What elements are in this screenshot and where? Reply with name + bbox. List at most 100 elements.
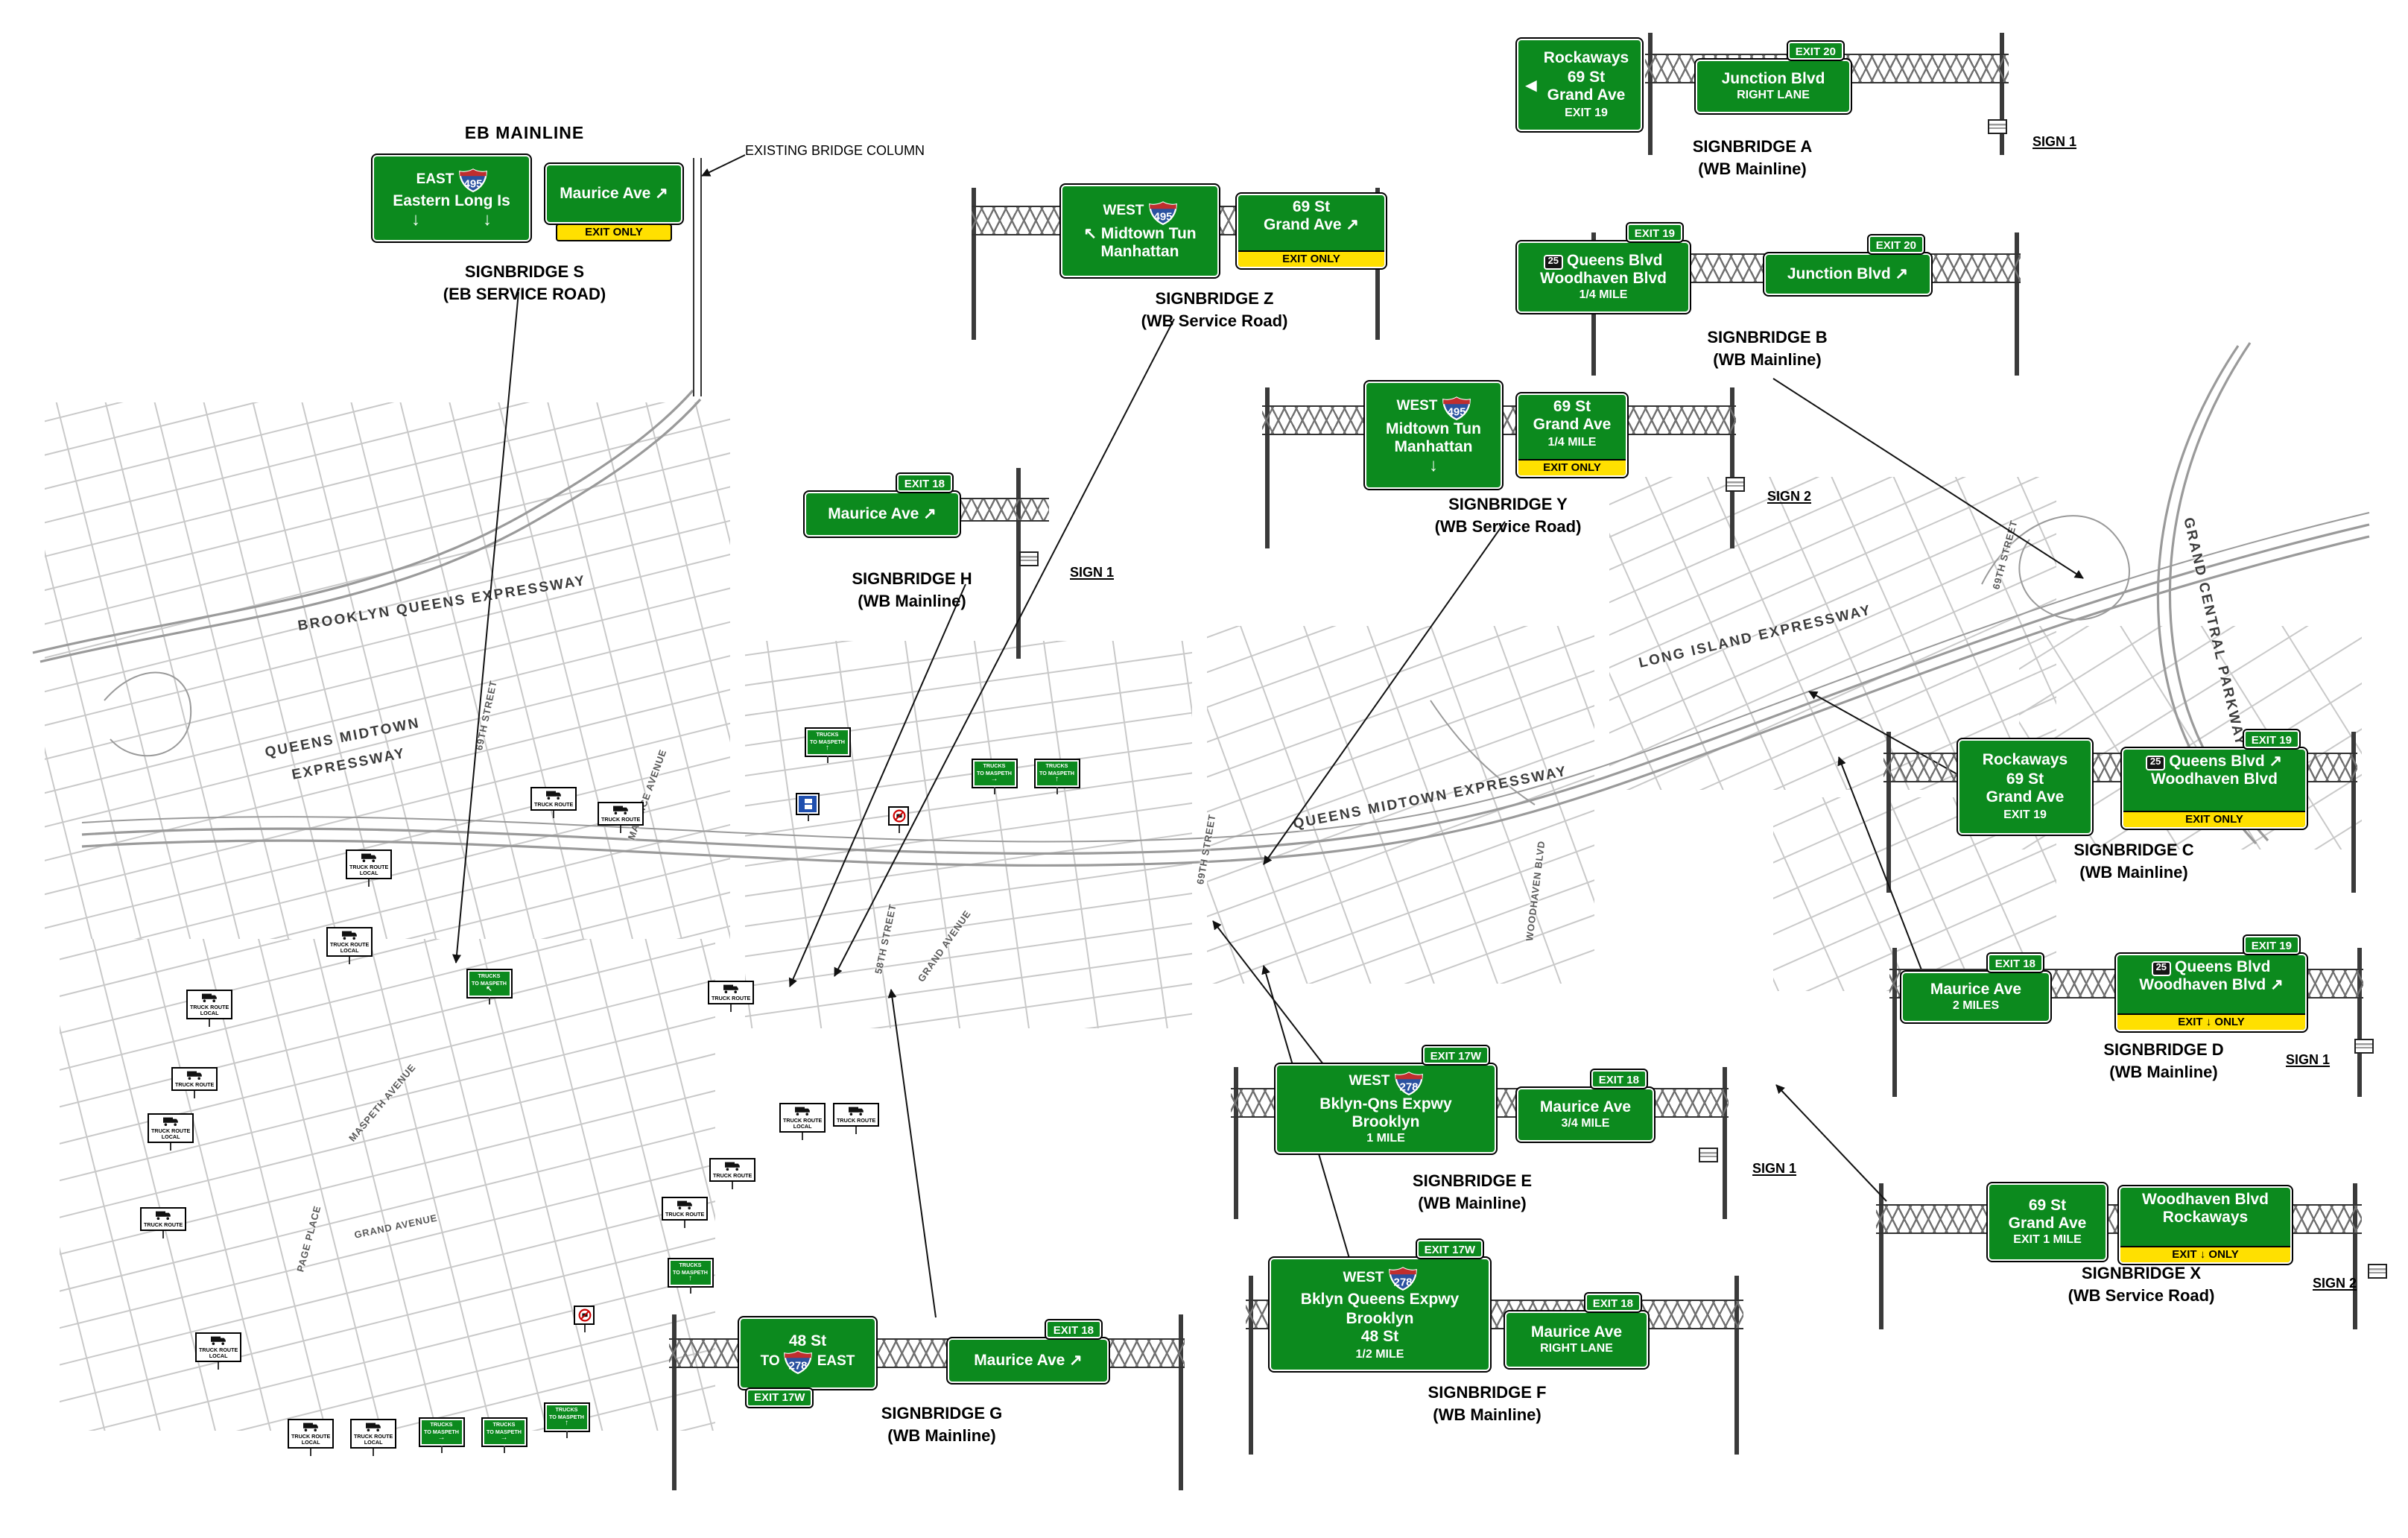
sign-line: Junction Blvd bbox=[1721, 69, 1825, 88]
annotation-leader bbox=[452, 154, 2084, 1318]
prohibition-sign bbox=[574, 1306, 595, 1332]
caption-line: (WB Mainline) bbox=[2079, 864, 2188, 882]
signbridge-x-caption: SIGNBRIDGE X(WB Service Road) bbox=[2068, 1264, 2215, 1308]
sign-ref-icon bbox=[2354, 1039, 2374, 1054]
exit-tab: EXIT 17W bbox=[1415, 1238, 1485, 1260]
caption-line: (WB Mainline) bbox=[2109, 1063, 2218, 1082]
mini-label: TRUCK ROUTE bbox=[665, 1211, 705, 1217]
sign-ref-label: SIGN 2 bbox=[2313, 1276, 2357, 1291]
sign-line: Woodhaven Blvd bbox=[1540, 270, 1667, 288]
direction-arrow-icon: → bbox=[500, 1434, 508, 1443]
caption-line: SIGNBRIDGE F bbox=[1428, 1384, 1547, 1402]
signbridge-f-post bbox=[1734, 1276, 1739, 1455]
mini-label: TRUCKS bbox=[492, 1422, 516, 1428]
truck-icon bbox=[613, 806, 628, 814]
truck-icon bbox=[156, 1211, 171, 1220]
mini-sublabel: TO MASPETH bbox=[977, 770, 1012, 776]
sign-board bbox=[888, 806, 909, 826]
sign-post bbox=[689, 1286, 691, 1294]
sign-board: TRUCK ROUTE bbox=[662, 1197, 709, 1221]
sign-post bbox=[826, 756, 828, 764]
sign-line: Grand Ave bbox=[1986, 788, 2065, 807]
sign-line: Grand Ave bbox=[1533, 416, 1612, 434]
sign-line: Maurice Ave ↗ bbox=[828, 504, 937, 523]
direction-arrow-icon: ↑ bbox=[688, 1274, 692, 1284]
caption-line: SIGNBRIDGE E bbox=[1412, 1173, 1533, 1191]
street-grid bbox=[1609, 477, 2056, 790]
truck-icon bbox=[725, 1162, 740, 1171]
sign-line: Maurice Ave ↗ bbox=[974, 1351, 1083, 1370]
truck-icon bbox=[187, 1071, 202, 1080]
exit-tab: EXIT 20 bbox=[1866, 233, 1926, 256]
info-sign bbox=[796, 793, 820, 821]
mini-label: TRUCK ROUTE bbox=[713, 1172, 752, 1178]
mini-label: TRUCKS bbox=[816, 732, 839, 738]
sign-line: 69 St bbox=[2028, 1196, 2067, 1215]
lane-arrows: ↓↓ bbox=[380, 210, 523, 228]
sign-post bbox=[373, 1449, 375, 1457]
caption-line: SIGNBRIDGE D bbox=[2103, 1042, 2224, 1060]
interstate-495-shield: 495 bbox=[1442, 396, 1471, 420]
sign-line: Junction Blvd ↗ bbox=[1787, 265, 1909, 283]
signbridge-g-panel-2: Maurice Ave ↗EXIT 18 bbox=[946, 1318, 1110, 1384]
mini-sublabel: LOCAL bbox=[359, 870, 378, 877]
signbridge-s-caption: SIGNBRIDGE S(EB SERVICE ROAD) bbox=[443, 262, 606, 306]
mini-sublabel: TO MASPETH bbox=[1039, 770, 1074, 776]
signbridge-e-post bbox=[1234, 1067, 1238, 1219]
sign-post bbox=[310, 1449, 312, 1457]
sign-subline: 2 MILES bbox=[1952, 999, 2000, 1013]
sign-subline: EXIT 1 MILE bbox=[2013, 1232, 2082, 1247]
truck-icon bbox=[303, 1423, 318, 1431]
direction-arrow-icon: ↑ bbox=[1055, 775, 1059, 785]
mini-sublabel: TO MASPETH bbox=[487, 1428, 522, 1435]
caption-line: SIGNBRIDGE C bbox=[2073, 842, 2194, 860]
caption-line: SIGNBRIDGE X bbox=[2081, 1265, 2202, 1283]
exit-tab: EXIT 18 bbox=[1986, 952, 2045, 974]
signbridge-h-post bbox=[1016, 468, 1021, 659]
sign-post bbox=[802, 1133, 804, 1141]
mini-sublabel: TO MASPETH bbox=[673, 1269, 708, 1276]
mini-label: TRUCKS bbox=[478, 973, 501, 979]
ny-route-25-marker: 25 bbox=[2152, 961, 2171, 977]
sign-line: Rockaways bbox=[1982, 751, 2068, 770]
caption-line: (WB Mainline) bbox=[1713, 351, 1822, 370]
direction-arrow-icon: ↖ bbox=[486, 985, 492, 995]
signbridge-d-post bbox=[1892, 948, 1897, 1097]
sign-ref-icon bbox=[1726, 477, 1745, 492]
exit-tab: EXIT 19 bbox=[2242, 728, 2301, 750]
ny-route-25-marker: 25 bbox=[1544, 254, 1563, 270]
sign-line-text: Queens Blvd bbox=[2175, 958, 2271, 976]
truck-route-sign: TRUCK ROUTE bbox=[833, 1103, 880, 1134]
caption-line: (WB Service Road) bbox=[1434, 518, 1582, 537]
mini-sublabel: LOCAL bbox=[161, 1134, 180, 1141]
sign-line: Brooklyn bbox=[1346, 1309, 1414, 1328]
sign-post bbox=[503, 1446, 505, 1454]
truck-route-sign: TRUCK ROUTE bbox=[598, 802, 644, 833]
sign-board: TRUCK ROUTE bbox=[833, 1103, 880, 1127]
mini-label: TRUCK ROUTE bbox=[837, 1117, 876, 1123]
sign-line: Brooklyn bbox=[1352, 1113, 1420, 1131]
sign-subline: RIGHT LANE bbox=[1540, 1341, 1613, 1355]
caption-line: SIGNBRIDGE H bbox=[852, 571, 972, 589]
exit-only-strip: EXIT ↓ ONLY bbox=[2120, 1245, 2290, 1262]
caption-line: SIGNBRIDGE B bbox=[1707, 329, 1828, 347]
mini-label: TRUCK ROUTE bbox=[712, 995, 751, 1001]
sign-ref-label: SIGN 1 bbox=[1070, 565, 1115, 580]
signbridge-z-post bbox=[972, 188, 976, 340]
sign-board bbox=[574, 1306, 595, 1325]
sign-post bbox=[1056, 787, 1058, 795]
